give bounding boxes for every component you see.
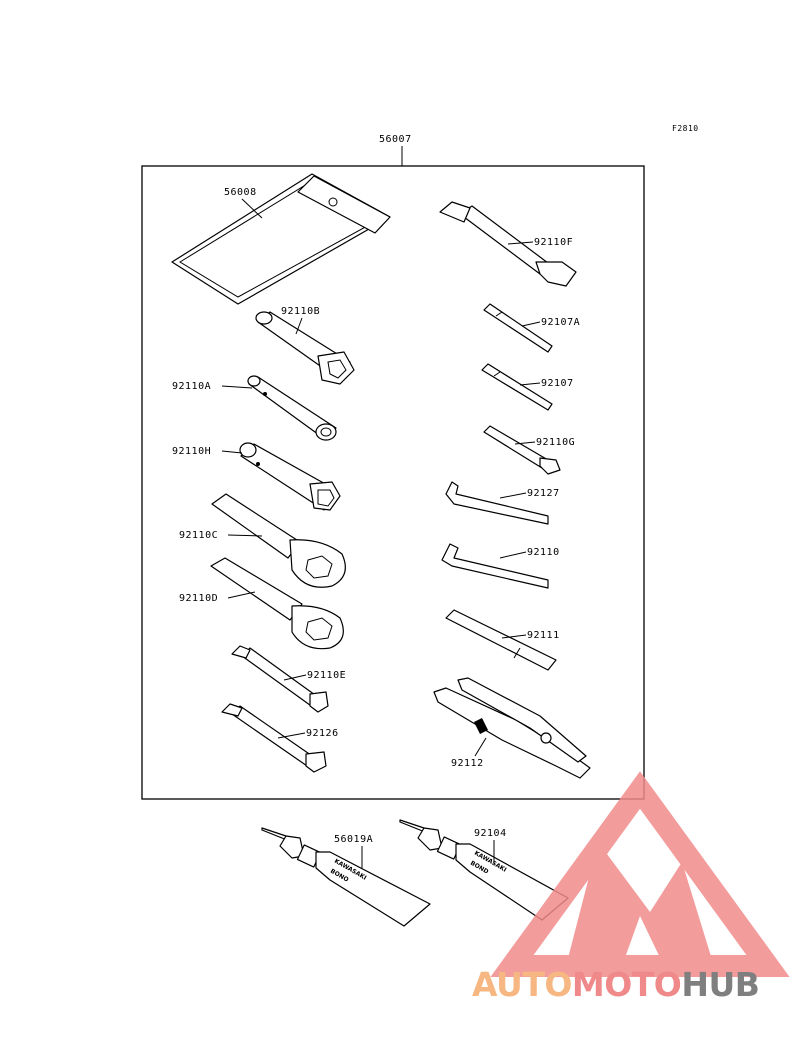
leader-92110E (283, 674, 307, 681)
leader-92111 (501, 634, 527, 639)
bond-tube-56019A: KAWASAKI BONO (261, 827, 431, 927)
leader-92110D (227, 591, 256, 599)
box-wrench-92110B (255, 311, 355, 385)
hex-key-92110 (441, 543, 549, 589)
leader-92126 (277, 732, 306, 739)
open-spanner-92126 (221, 703, 327, 773)
leader-92110C (227, 534, 263, 537)
open-spanner-92110F (439, 201, 577, 287)
label-92107: 92107 (541, 378, 574, 389)
label-92110C: 92110C (179, 530, 218, 541)
watermark-logo (490, 771, 790, 977)
leader-92110B (295, 317, 303, 335)
watermark-hub: HUB (681, 965, 759, 1004)
leader-92127 (499, 492, 527, 499)
watermark-moto: MOTO (572, 965, 681, 1004)
figure-ref: F2810 (672, 124, 699, 133)
label-92110A: 92110A (172, 381, 211, 392)
leader-92107A (521, 321, 541, 327)
label-92110D: 92110D (179, 593, 218, 604)
label-92110: 92110 (527, 547, 560, 558)
ring-spanner-92110C (211, 493, 346, 588)
leader-92110 (499, 551, 527, 559)
leader-56008 (241, 198, 263, 219)
pliers-92112 (433, 677, 591, 779)
leader-92107 (519, 382, 541, 386)
small-spanner-92110G (483, 425, 561, 475)
leader-92110A (221, 385, 253, 389)
bar-92111 (445, 609, 557, 671)
label-92126: 92126 (306, 728, 339, 739)
leader-92112 (474, 737, 487, 757)
box-wrench-92110A (247, 375, 337, 441)
label-92112: 92112 (451, 758, 484, 769)
leader-92110F (507, 241, 534, 245)
screwdriver-92107A (483, 303, 553, 353)
label-92110H: 92110H (172, 446, 211, 457)
label-92107A: 92107A (541, 317, 580, 328)
label-92110E: 92110E (307, 670, 346, 681)
ring-spanner-92110D (210, 557, 344, 650)
open-spanner-92110E (231, 645, 329, 713)
label-92104: 92104 (474, 828, 507, 839)
label-56007: 56007 (379, 134, 412, 145)
leader-92110H (221, 450, 243, 454)
leader-92110G (514, 441, 536, 445)
watermark-auto: AUTO (472, 965, 572, 1004)
label-56019A: 56019A (334, 834, 373, 845)
label-92110F: 92110F (534, 237, 573, 248)
watermark-text: AUTOMOTOHUB (472, 965, 759, 1004)
screwdriver-92107 (481, 363, 553, 411)
tool-pouch-56008 (171, 173, 391, 305)
label-56008: 56008 (224, 187, 257, 198)
box-wrench-92110H (239, 442, 341, 511)
label-92111: 92111 (527, 630, 560, 641)
hex-key-92127 (445, 481, 549, 525)
label-92110B: 92110B (281, 306, 320, 317)
label-92127: 92127 (527, 488, 560, 499)
kit-frame (141, 165, 645, 800)
label-92110G: 92110G (536, 437, 575, 448)
bond-tube-92104: KAWASAKI BOND (399, 819, 569, 921)
